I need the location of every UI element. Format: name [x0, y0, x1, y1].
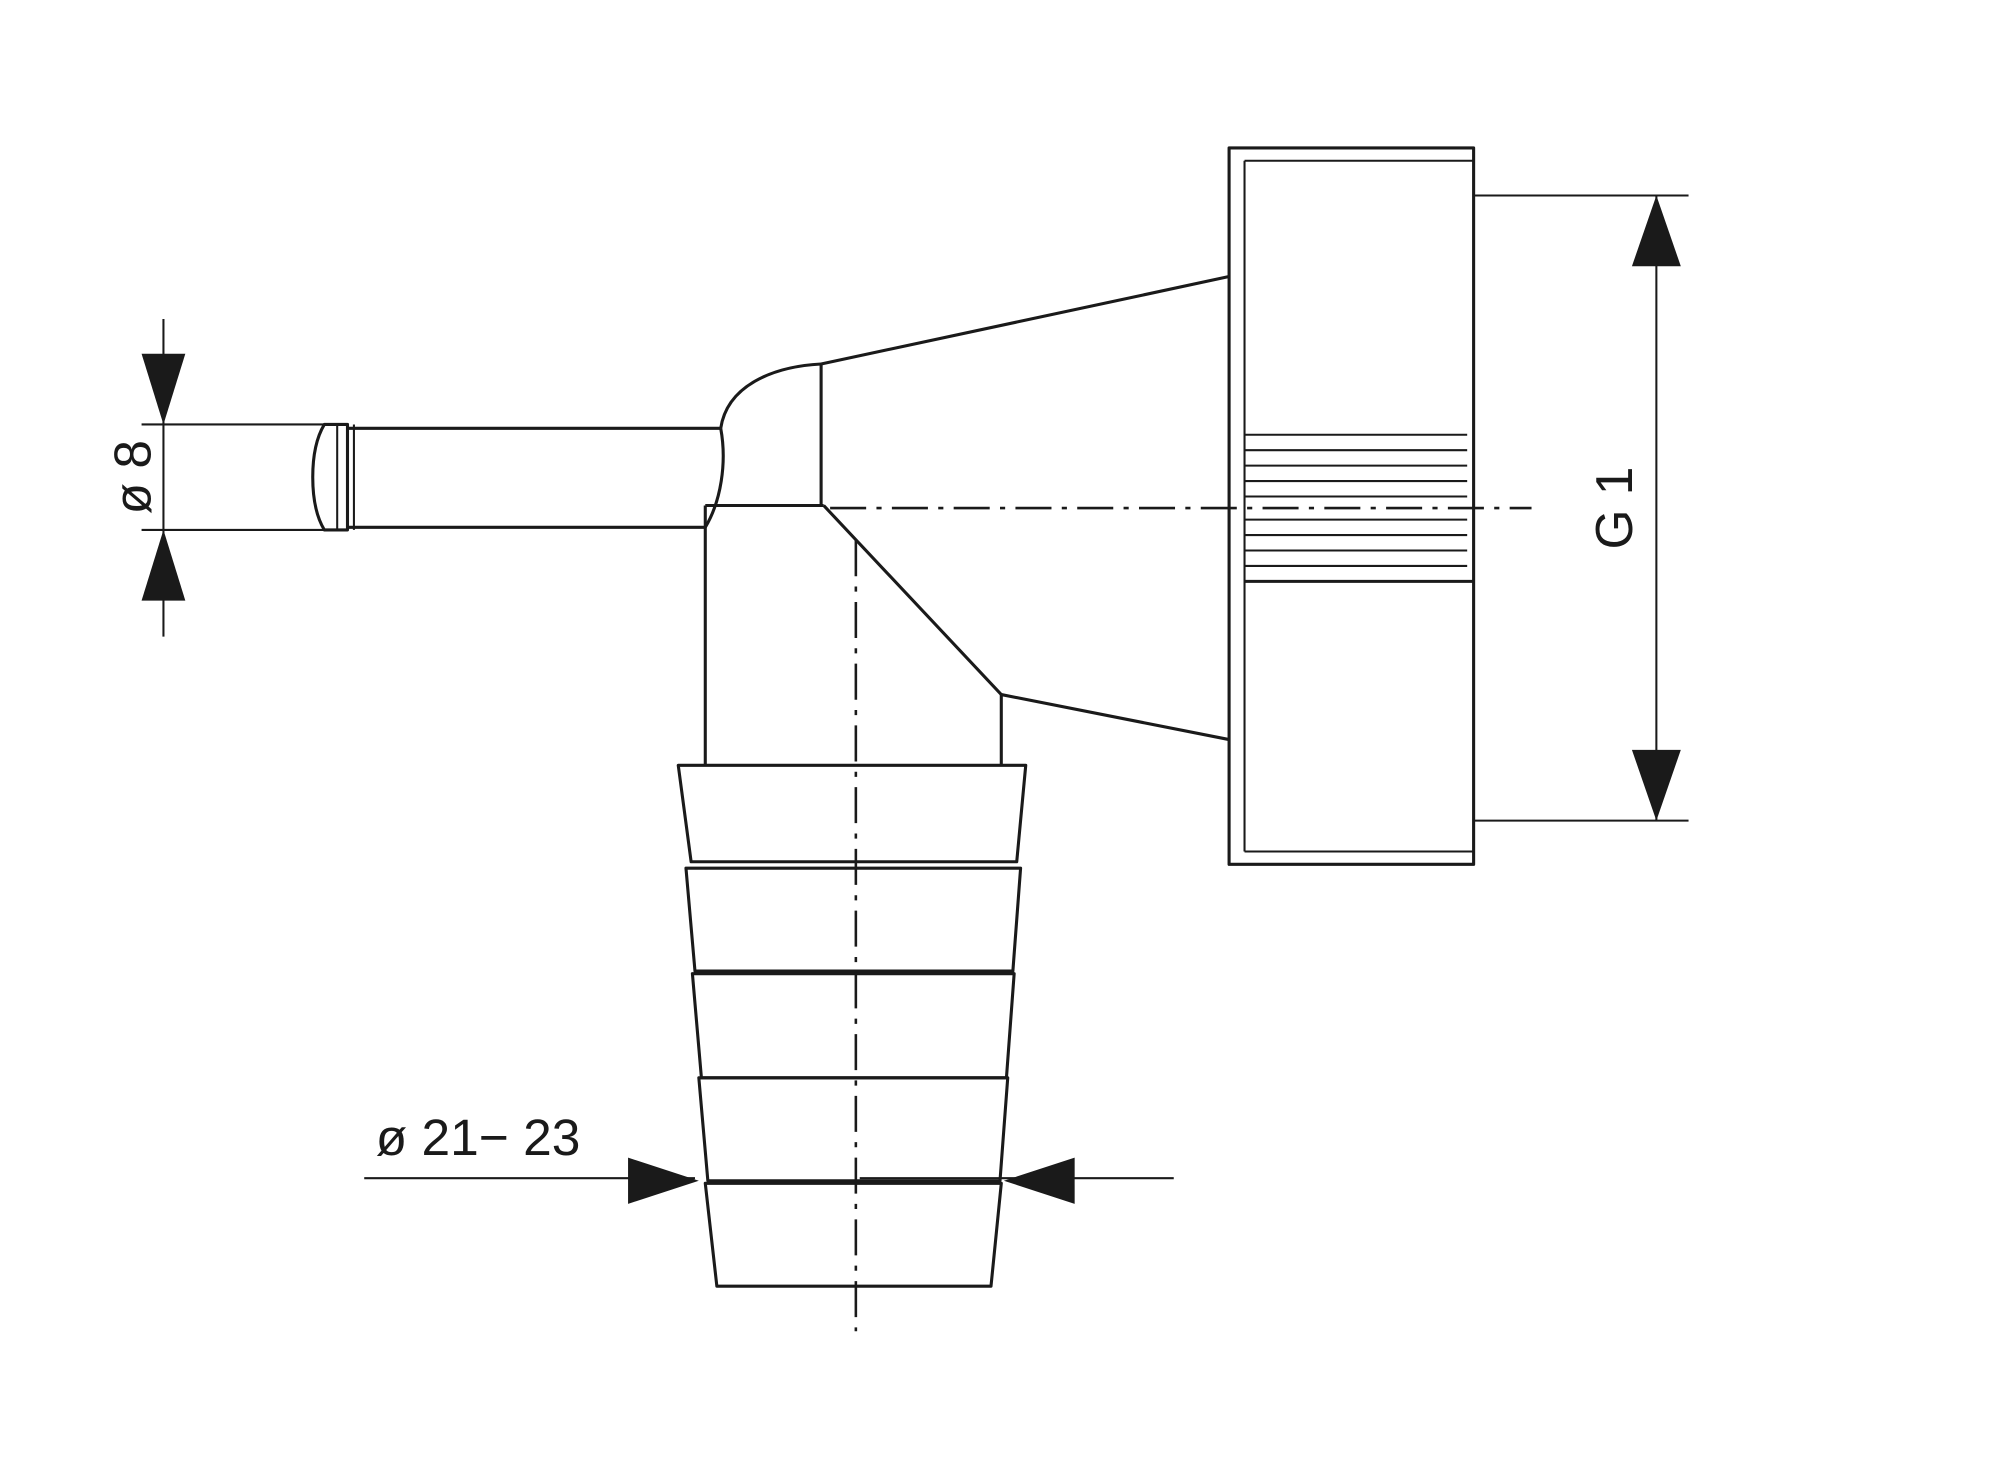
elbow-body — [703, 505, 1003, 766]
cone-body — [705, 275, 1230, 742]
dimension-hose-barb: ø 21− 23 — [364, 1108, 1174, 1204]
dimension-thread: G 1 — [1473, 194, 1689, 822]
union-nut — [1227, 146, 1476, 866]
thread-lines — [1244, 433, 1468, 567]
centerlines — [830, 506, 1532, 1332]
dimension-small-outlet: ø 8 — [104, 318, 329, 637]
hose-barb — [676, 763, 1028, 1288]
dimension-label-small-outlet: ø 8 — [104, 440, 162, 514]
dimension-label-hose-barb: ø 21− 23 — [376, 1108, 581, 1166]
small-outlet-pipe — [311, 362, 822, 532]
dimension-label-thread: G 1 — [1585, 467, 1643, 550]
